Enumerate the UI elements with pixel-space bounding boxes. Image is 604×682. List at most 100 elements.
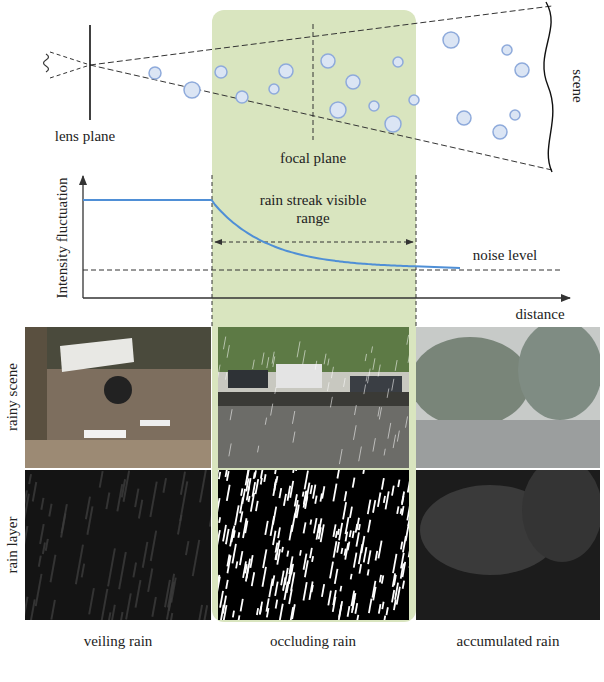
rain-streak xyxy=(356,524,358,533)
rain-streak xyxy=(49,504,51,517)
rain-streak xyxy=(110,605,115,620)
rain-streak xyxy=(350,530,351,537)
rain-streak xyxy=(25,597,28,620)
rain-streak xyxy=(367,369,370,384)
rain-streak xyxy=(256,501,258,511)
rain-streak xyxy=(327,382,329,391)
label: accumulated rain xyxy=(457,632,560,650)
rain-streak xyxy=(373,500,375,513)
rain-streak xyxy=(305,471,308,490)
rain-streak xyxy=(408,355,409,363)
rain-streak xyxy=(143,542,148,568)
rain-streak xyxy=(312,556,313,562)
rain-streak xyxy=(309,582,312,600)
rain-streak xyxy=(293,470,295,473)
rain-streak xyxy=(333,597,336,612)
rain-streak xyxy=(292,411,294,424)
focus-band-fill xyxy=(212,10,416,622)
cone-line xyxy=(50,52,90,65)
rain-streak xyxy=(293,432,295,443)
rain-streak xyxy=(230,409,232,420)
rain-streak xyxy=(226,580,228,589)
rain-streak xyxy=(380,575,381,583)
rain-streak xyxy=(353,478,355,488)
rain-streak xyxy=(200,470,206,502)
rain-streak xyxy=(319,527,321,539)
label: scene xyxy=(569,69,587,102)
rain-streak xyxy=(397,506,398,513)
rain-streak xyxy=(133,563,136,578)
rain-streak xyxy=(33,482,37,502)
rain-streak xyxy=(229,443,231,456)
rain-streak xyxy=(29,474,31,484)
rain-streak xyxy=(303,350,306,364)
rain-streak xyxy=(409,550,410,557)
rain-streak xyxy=(371,346,372,352)
rain-streak xyxy=(246,478,248,491)
label: veiling rain xyxy=(84,632,153,650)
rain-streak xyxy=(295,470,298,471)
rain-streak xyxy=(258,446,259,453)
rain-streak xyxy=(151,531,156,561)
rain-streak xyxy=(117,612,123,620)
photo-floor xyxy=(25,440,211,468)
photo-accumulated xyxy=(416,327,600,468)
rain-streak xyxy=(186,541,189,555)
rain-streak xyxy=(356,532,359,546)
photo-awning xyxy=(60,338,134,372)
raindrop xyxy=(269,84,279,94)
rain-streak xyxy=(251,493,254,512)
rain-streak xyxy=(236,561,237,568)
rain-streak xyxy=(223,605,226,620)
rain-streak xyxy=(272,352,274,364)
rain-streak xyxy=(295,494,297,506)
rain-streak xyxy=(223,337,225,350)
rain-streak xyxy=(287,551,288,557)
rain-streak xyxy=(296,470,298,471)
rain-streak xyxy=(277,549,280,564)
rain-streak xyxy=(51,600,55,620)
cone-line xyxy=(90,65,552,170)
rain-streak xyxy=(393,573,395,586)
photo-sign xyxy=(104,376,132,404)
photo-road xyxy=(218,406,409,468)
rain-streak xyxy=(257,608,258,615)
rain-streak xyxy=(292,514,295,532)
label: lens plane xyxy=(55,127,115,145)
rain-streak xyxy=(276,600,278,609)
rain-streak xyxy=(252,572,254,586)
raindrop xyxy=(330,102,346,118)
rain-streak xyxy=(117,484,122,511)
rain-streak xyxy=(328,359,329,366)
raindrop xyxy=(393,57,403,67)
rain-streak xyxy=(378,407,380,417)
rain-streak xyxy=(368,550,370,564)
rain-streak xyxy=(339,601,342,620)
focal-plane-line xyxy=(313,24,314,140)
rain-streak xyxy=(271,404,273,416)
rain-streak xyxy=(108,548,115,586)
rain-streak xyxy=(354,553,357,568)
rain-streak xyxy=(272,575,274,585)
rain-streak xyxy=(262,353,264,365)
raindrop xyxy=(346,75,360,89)
rain-streak xyxy=(337,542,339,553)
rain-streak xyxy=(309,519,312,524)
rain-streak xyxy=(237,532,240,538)
rain-streak xyxy=(407,335,409,345)
rain-layer-occluding xyxy=(218,470,409,620)
rain-streak xyxy=(122,479,125,497)
rain-streak xyxy=(227,471,229,481)
rain-streak xyxy=(243,561,246,577)
rain-streak xyxy=(62,504,67,533)
rain-streak xyxy=(245,521,247,533)
rain-streak xyxy=(265,521,268,535)
rain-streak xyxy=(265,418,266,425)
rain-streak xyxy=(310,548,312,558)
rain-streak xyxy=(388,423,391,439)
rain-streak xyxy=(369,599,372,613)
rain-streak xyxy=(86,497,90,520)
rain-streak xyxy=(359,564,361,574)
rain-streak xyxy=(378,493,381,507)
rain-streak xyxy=(382,602,383,609)
